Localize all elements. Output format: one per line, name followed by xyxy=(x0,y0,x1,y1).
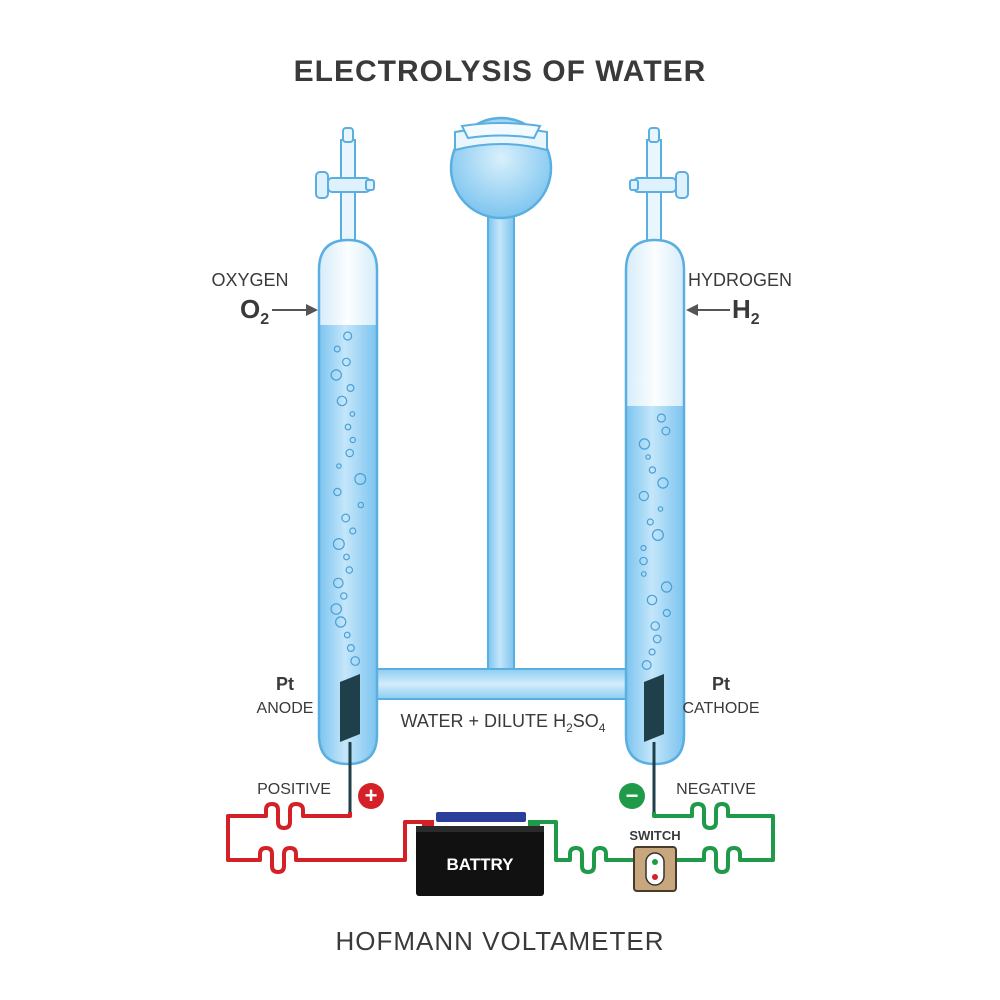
battery-icon: BATTRY xyxy=(416,812,544,896)
bubble xyxy=(639,556,648,566)
bubble xyxy=(354,473,367,486)
bubble xyxy=(330,603,342,615)
bubble xyxy=(339,592,348,600)
bubble xyxy=(343,631,351,639)
bubble xyxy=(646,518,654,526)
bubble xyxy=(332,577,344,589)
left-gas-region xyxy=(319,240,377,325)
cathode-plate xyxy=(644,674,664,742)
positive-label: POSITIVE xyxy=(257,781,331,798)
bubble xyxy=(661,426,671,436)
left-tube xyxy=(315,127,379,812)
bubble xyxy=(349,436,356,444)
anode-label: ANODE xyxy=(257,700,314,717)
diagram-title: ELECTROLYSIS OF WATER xyxy=(294,55,707,88)
reservoir-rim xyxy=(460,122,542,140)
bridge-tube xyxy=(371,668,633,700)
left-bubbles xyxy=(330,331,367,666)
battery-body xyxy=(416,826,544,896)
bubble xyxy=(349,411,356,417)
negative-wire-battery-link xyxy=(534,820,634,874)
bubble xyxy=(345,566,354,574)
bubble xyxy=(345,448,355,458)
bubble xyxy=(657,477,669,489)
bubble xyxy=(357,501,365,509)
left-water xyxy=(319,325,377,764)
negative-terminal-icon: − xyxy=(619,783,645,809)
bubble xyxy=(662,608,671,618)
bubble xyxy=(640,571,647,577)
hydrogen-label: HYDROGEN xyxy=(688,270,792,290)
bubble xyxy=(657,506,664,512)
bubble xyxy=(330,369,342,381)
bubble xyxy=(638,438,651,450)
right-tube-outline xyxy=(624,238,686,766)
bubble xyxy=(648,648,656,656)
bubble xyxy=(651,528,664,541)
bubble xyxy=(648,466,657,474)
diagram-caption: HOFMANN VOLTAMETER xyxy=(335,926,664,956)
bubble xyxy=(660,581,673,593)
bubble xyxy=(346,643,355,652)
bubble xyxy=(652,634,662,644)
bubble xyxy=(336,395,348,407)
anode-plate xyxy=(340,674,360,742)
right-gas-region xyxy=(626,240,684,406)
oxygen-formula: O2 xyxy=(240,294,269,328)
positive-terminal-icon: + xyxy=(358,783,384,809)
central-tube xyxy=(487,194,515,681)
left-stopcock xyxy=(327,177,371,193)
bubble xyxy=(341,513,351,523)
svg-text:+: + xyxy=(365,783,378,808)
right-tube xyxy=(624,127,689,812)
positive-wire xyxy=(226,802,425,874)
bubble xyxy=(641,659,652,670)
electrolyte-label: WATER + DILUTE H2SO4 xyxy=(401,711,606,735)
switch-icon[interactable] xyxy=(633,846,677,892)
bubble xyxy=(346,384,355,393)
bubble xyxy=(350,656,361,666)
bubble xyxy=(333,487,342,497)
bubble xyxy=(332,537,345,550)
switch-label: SWITCH xyxy=(629,828,680,843)
oxygen-label: OXYGEN xyxy=(211,270,288,290)
negative-wire xyxy=(652,802,775,874)
bubble xyxy=(333,345,341,353)
bubble xyxy=(335,616,347,628)
bubble xyxy=(342,357,351,367)
hydrogen-formula: H2 xyxy=(732,294,760,328)
hydrogen-arrow-icon xyxy=(686,304,730,316)
right-bubbles xyxy=(638,413,673,670)
bubble xyxy=(646,594,658,606)
bubble xyxy=(343,331,353,341)
bubble xyxy=(645,454,651,460)
cathode-label: CATHODE xyxy=(682,700,759,717)
left-tube-outline xyxy=(317,238,379,766)
bubble xyxy=(343,553,350,561)
negative-label: NEGATIVE xyxy=(676,781,756,798)
bubble xyxy=(640,544,647,552)
reservoir xyxy=(449,116,553,681)
anode-material: Pt xyxy=(276,674,294,694)
svg-text:−: − xyxy=(626,783,639,808)
oxygen-arrow-icon xyxy=(272,304,318,316)
cathode-material: Pt xyxy=(712,674,730,694)
bubble xyxy=(650,621,660,631)
right-water xyxy=(626,406,684,764)
right-stopcock xyxy=(633,177,677,193)
bubble xyxy=(336,463,342,469)
bubble xyxy=(656,413,667,423)
bubble xyxy=(638,490,650,502)
bubble xyxy=(349,527,357,535)
bubble xyxy=(344,423,352,431)
battery-label: BATTRY xyxy=(446,855,514,874)
